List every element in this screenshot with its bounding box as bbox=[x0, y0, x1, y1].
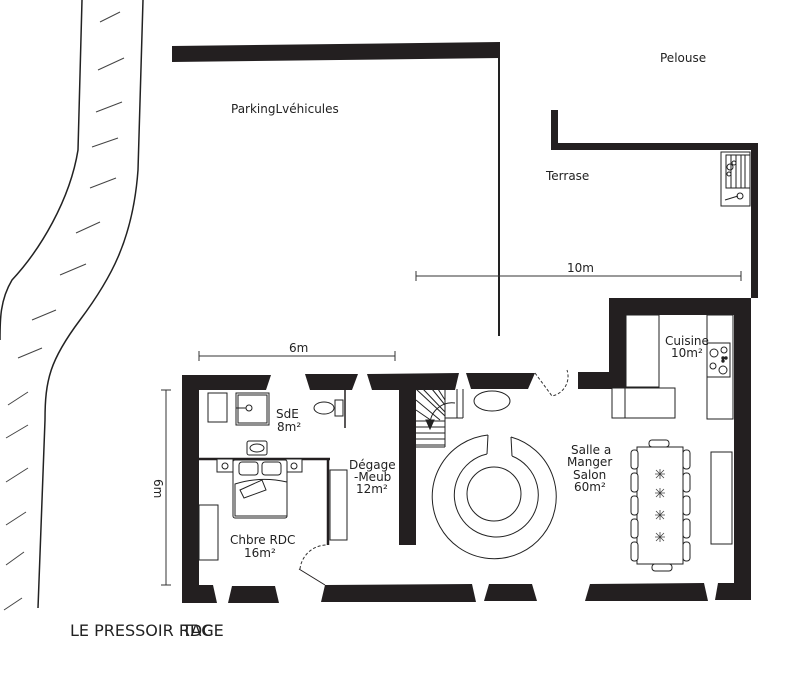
degage-area: 12m² bbox=[356, 482, 388, 496]
chambre-name: Chbre RDC bbox=[230, 533, 295, 547]
plan-title-overlap: TAGE bbox=[181, 621, 224, 640]
bathroom-fixtures bbox=[207, 392, 344, 456]
chambre-area: 16m² bbox=[244, 546, 276, 560]
dimension-lines bbox=[161, 271, 742, 586]
bedroom-fixtures bbox=[198, 458, 303, 561]
dim-height-label: 6m bbox=[151, 479, 165, 498]
salon-area: 60m² bbox=[574, 480, 606, 494]
cuisine-area: 10m² bbox=[671, 346, 703, 360]
wardrobe bbox=[198, 504, 219, 561]
table-decor bbox=[655, 469, 665, 542]
river bbox=[0, 0, 144, 609]
salon-line3: Salon bbox=[573, 468, 606, 482]
house-walls bbox=[182, 298, 751, 603]
dining-area bbox=[630, 439, 733, 572]
kitchen-island bbox=[611, 387, 676, 419]
kitchen-fixtures bbox=[611, 314, 734, 420]
cuisine-name: Cuisine bbox=[665, 334, 709, 348]
circular-sofa bbox=[431, 434, 557, 560]
pelouse-label: Pelouse bbox=[660, 51, 706, 65]
degage-line2: -Meub bbox=[354, 470, 391, 484]
plan-title: LE PRESSOIR RDC bbox=[70, 621, 213, 640]
river-hatching bbox=[3, 11, 125, 611]
dim-top-label: 10m bbox=[567, 261, 594, 275]
sde-area: 8m² bbox=[277, 420, 301, 434]
staircase bbox=[415, 388, 464, 448]
corridor-fixtures bbox=[329, 390, 511, 541]
salon-line1: Salle a bbox=[571, 443, 611, 457]
round-table bbox=[473, 390, 511, 412]
kitchen-counter-left bbox=[625, 314, 660, 388]
terrase-label: Terrase bbox=[545, 169, 589, 183]
bbq-unit bbox=[720, 151, 751, 207]
parking-label: ParkingLvéhicules bbox=[231, 102, 339, 116]
door-swings bbox=[299, 369, 569, 570]
outdoor-walls bbox=[172, 42, 758, 298]
sde-name: SdE bbox=[276, 407, 299, 421]
sideboard bbox=[710, 451, 733, 545]
cabinet bbox=[207, 392, 228, 423]
salon-line2: Manger bbox=[567, 455, 612, 469]
dim-left-label: 6m bbox=[289, 341, 308, 355]
toilet bbox=[313, 401, 335, 415]
degage-line1: Dégage bbox=[349, 458, 396, 472]
dining-table bbox=[636, 446, 684, 565]
cupboard bbox=[329, 469, 348, 541]
